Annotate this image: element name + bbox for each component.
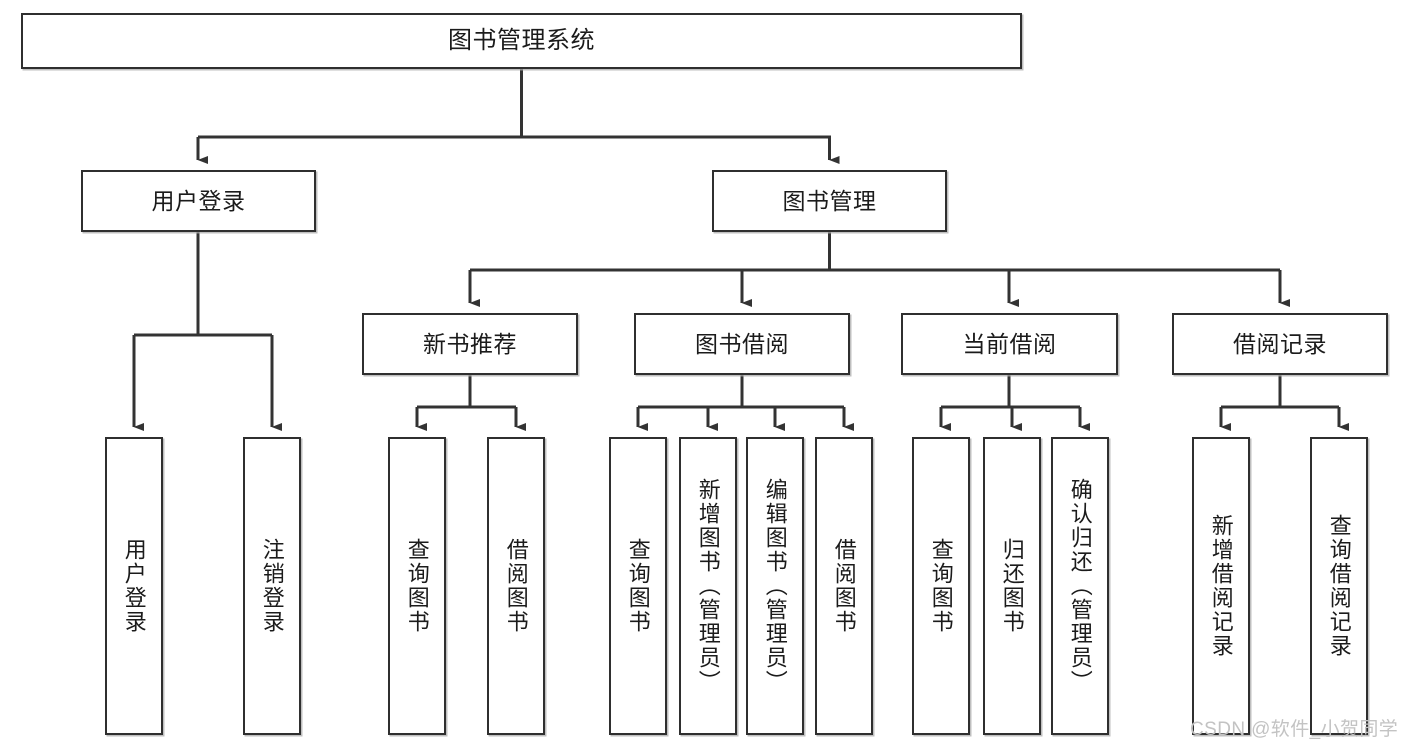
node-new-book-recommend[interactable]: 新书推荐 xyxy=(362,313,578,375)
node-user-login-label: 用户登录 xyxy=(151,187,246,214)
node-leaf-user-login-label: 用户登录 xyxy=(121,538,147,634)
node-book-borrow-label: 图书借阅 xyxy=(695,330,789,357)
node-book-manage[interactable]: 图书管理 xyxy=(712,170,947,232)
node-leaf-edit-book-label: 编辑图书（管理员） xyxy=(762,478,788,694)
node-leaf-query-book-3[interactable]: 查询图书 xyxy=(912,437,970,735)
node-leaf-query-book-1-label: 查询图书 xyxy=(404,538,430,634)
node-borrow-record[interactable]: 借阅记录 xyxy=(1172,313,1388,375)
node-leaf-query-book-2[interactable]: 查询图书 xyxy=(609,437,667,735)
node-leaf-borrow-book-1-label: 借阅图书 xyxy=(503,538,529,634)
node-current-borrow-label: 当前借阅 xyxy=(962,330,1057,357)
csdn-watermark: CSDN @软件_小贺同学 xyxy=(1190,719,1399,740)
node-leaf-confirm-return[interactable]: 确认归还（管理员） xyxy=(1051,437,1109,735)
node-leaf-add-record-label: 新增借阅记录 xyxy=(1208,514,1234,658)
node-root[interactable]: 图书管理系统 xyxy=(21,13,1022,69)
node-borrow-record-label: 借阅记录 xyxy=(1233,330,1327,357)
node-root-label: 图书管理系统 xyxy=(448,27,595,54)
node-leaf-query-record-label: 查询借阅记录 xyxy=(1326,514,1352,658)
node-leaf-query-book-3-label: 查询图书 xyxy=(928,538,954,634)
node-leaf-return-book[interactable]: 归还图书 xyxy=(983,437,1041,735)
node-new-book-recommend-label: 新书推荐 xyxy=(423,330,517,357)
node-leaf-add-record[interactable]: 新增借阅记录 xyxy=(1192,437,1250,735)
node-leaf-query-record[interactable]: 查询借阅记录 xyxy=(1310,437,1368,735)
node-book-borrow[interactable]: 图书借阅 xyxy=(634,313,850,375)
node-leaf-query-book-2-label: 查询图书 xyxy=(625,538,651,634)
node-leaf-user-logout-label: 注销登录 xyxy=(259,538,285,634)
node-leaf-user-login[interactable]: 用户登录 xyxy=(105,437,163,735)
node-current-borrow[interactable]: 当前借阅 xyxy=(901,313,1118,375)
node-leaf-confirm-return-label: 确认归还（管理员） xyxy=(1067,478,1093,694)
node-book-manage-label: 图书管理 xyxy=(782,187,877,214)
node-leaf-borrow-book-1[interactable]: 借阅图书 xyxy=(487,437,545,735)
node-leaf-edit-book[interactable]: 编辑图书（管理员） xyxy=(746,437,804,735)
node-leaf-return-book-label: 归还图书 xyxy=(999,538,1025,634)
node-user-login[interactable]: 用户登录 xyxy=(81,170,316,232)
node-leaf-borrow-book-2[interactable]: 借阅图书 xyxy=(815,437,873,735)
node-leaf-borrow-book-2-label: 借阅图书 xyxy=(831,538,857,634)
node-leaf-query-book-1[interactable]: 查询图书 xyxy=(388,437,446,735)
node-leaf-add-book[interactable]: 新增图书（管理员） xyxy=(679,437,737,735)
node-leaf-add-book-label: 新增图书（管理员） xyxy=(695,478,721,694)
node-leaf-user-logout[interactable]: 注销登录 xyxy=(243,437,301,735)
